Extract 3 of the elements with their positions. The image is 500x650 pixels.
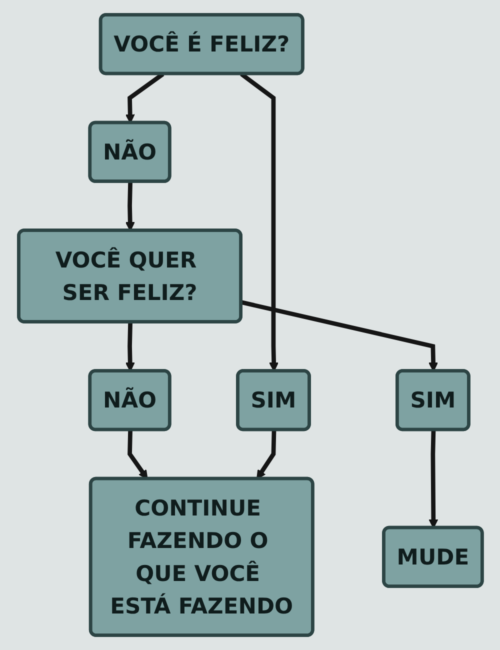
arrow: [256, 430, 276, 480]
arrow: [127, 430, 148, 480]
arrow: [428, 430, 438, 528]
